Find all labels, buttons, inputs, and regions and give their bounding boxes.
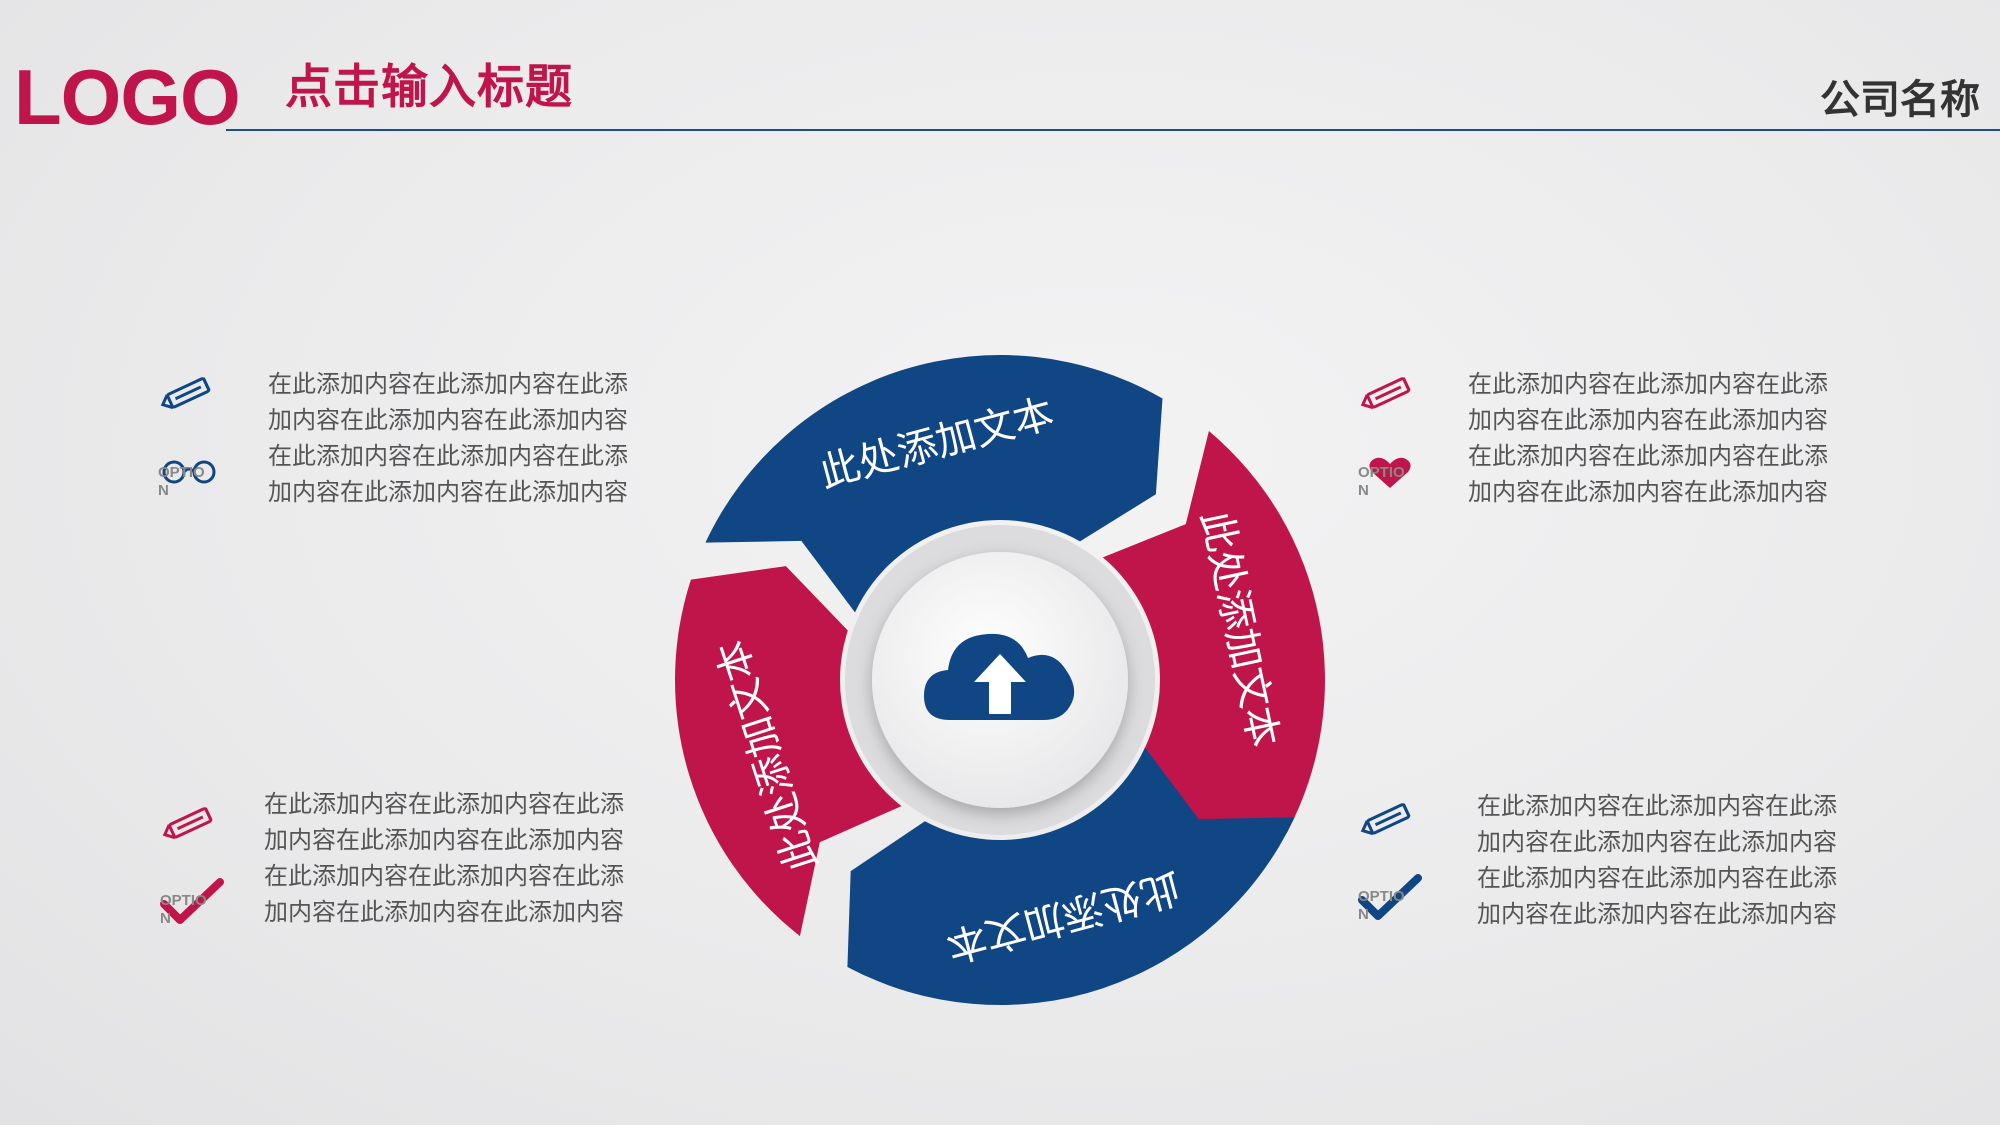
checkmark-icon — [160, 878, 224, 924]
text-block-top-right[interactable]: 在此添加内容在此添加内容在此添 加内容在此添加内容在此添加内容 在此添加内容在此… — [1468, 366, 1850, 510]
text-line: 加内容在此添加内容在此添加内容 — [1477, 900, 1837, 928]
company-name: 公司名称 — [1820, 77, 1980, 123]
checkmark-icon — [1358, 874, 1422, 920]
text-block-bottom-left[interactable]: 在此添加内容在此添加内容在此添 加内容在此添加内容在此添加内容 在此添加内容在此… — [264, 786, 646, 930]
text-line: 在此添加内容在此添加内容在此添 — [264, 790, 624, 818]
text-line: 加内容在此添加内容在此添加内容 — [1477, 828, 1837, 856]
cycle-segment — [1102, 431, 1325, 833]
pencil-icon — [162, 807, 213, 840]
text-line: 在此添加内容在此添加内容在此添 — [1477, 792, 1837, 820]
text-line: 在此添加内容在此添加内容在此添 — [264, 862, 624, 890]
text-line: 在此添加内容在此添加内容在此添 — [1468, 442, 1828, 470]
cloud-upload-icon — [924, 633, 1075, 720]
text-line: 加内容在此添加内容在此添加内容 — [264, 898, 624, 926]
glasses-icon — [162, 460, 216, 484]
text-line: 在此添加内容在此添加内容在此添 — [1468, 370, 1828, 398]
cycle-segment — [705, 355, 1163, 613]
text-line: 加内容在此添加内容在此添加内容 — [1468, 478, 1828, 506]
text-line: 加内容在此添加内容在此添加内容 — [264, 826, 624, 854]
text-block-bottom-right[interactable]: 在此添加内容在此添加内容在此添 加内容在此添加内容在此添加内容 在此添加内容在此… — [1477, 788, 1859, 932]
pencil-icon — [1360, 803, 1411, 836]
text-line: 加内容在此添加内容在此添加内容 — [268, 478, 628, 506]
logo: LOGO — [14, 53, 241, 141]
text-line: 加内容在此添加内容在此添加内容 — [268, 406, 628, 434]
pencil-icon — [160, 377, 211, 410]
text-line: 加内容在此添加内容在此添加内容 — [1468, 406, 1828, 434]
cycle-segment — [847, 747, 1295, 1005]
heart-icon — [1369, 457, 1411, 488]
slide-title[interactable]: 点击输入标题 — [285, 60, 573, 115]
header-divider — [226, 129, 2000, 131]
pencil-icon — [1360, 377, 1411, 410]
text-block-top-left[interactable]: 在此添加内容在此添加内容在此添 加内容在此添加内容在此添加内容 在此添加内容在此… — [268, 366, 650, 510]
text-line: 在此添加内容在此添加内容在此添 — [268, 442, 628, 470]
text-line: 在此添加内容在此添加内容在此添 — [1477, 864, 1837, 892]
cycle-segment — [674, 566, 902, 937]
text-line: 在此添加内容在此添加内容在此添 — [268, 370, 628, 398]
